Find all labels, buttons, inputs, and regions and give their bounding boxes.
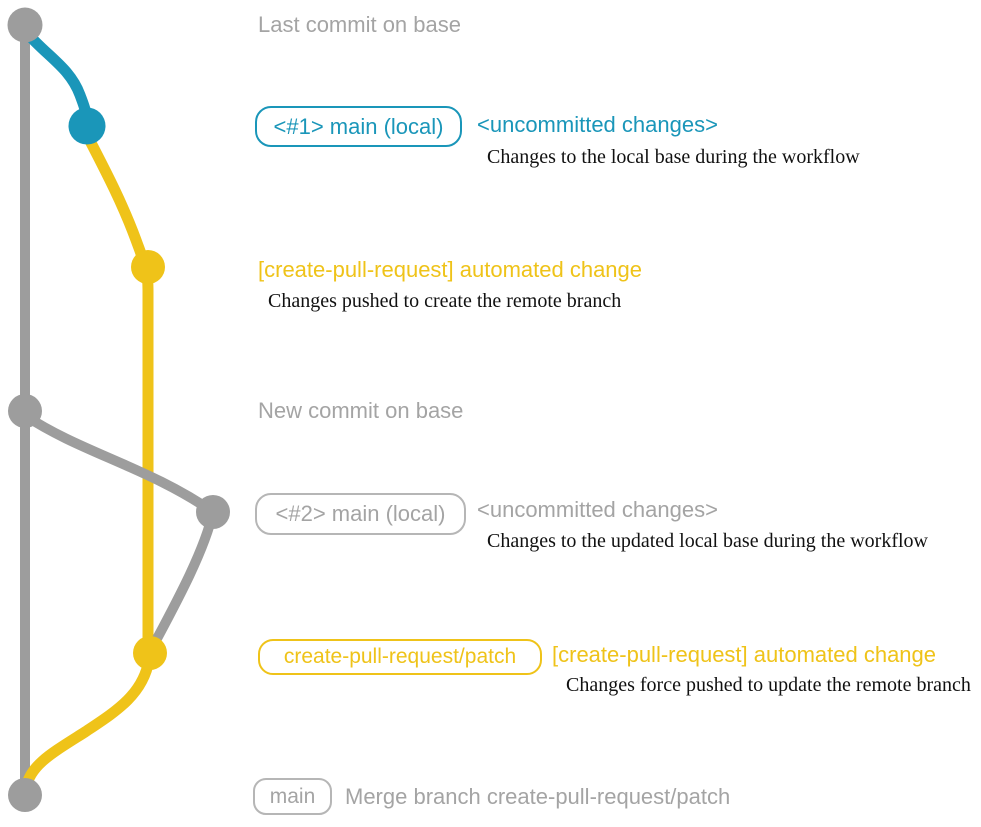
- commit-dot-patch-2: [133, 636, 167, 670]
- label-new-commit-on-base: New commit on base: [258, 398, 464, 423]
- branch-pill-patch: create-pull-request/patch: [258, 639, 542, 675]
- label-merge-branch: Merge branch create-pull-request/patch: [345, 784, 731, 809]
- commit-dot-new-base: [8, 394, 42, 428]
- updated-main-branch-line: [21, 411, 218, 517]
- commit-dot-main-local-1: [68, 107, 106, 145]
- commit-dot-patch-1: [131, 250, 165, 284]
- patch-merge-line: [20, 654, 155, 794]
- label-automated-change-1: [create-pull-request] automated change: [258, 257, 643, 282]
- label-automated-change-2: [create-pull-request] automated change: [552, 642, 937, 667]
- desc-local-base-changes: Changes to the local base during the wor…: [487, 146, 860, 168]
- desc-updated-local-base-changes: Changes to the updated local base during…: [487, 530, 928, 552]
- rebase-line: [147, 507, 218, 653]
- commit-dot-last-base: [7, 7, 43, 43]
- branch-pill-main: main: [253, 778, 332, 815]
- commit-dot-merge: [8, 778, 42, 812]
- desc-force-pushed-update-remote: Changes force pushed to update the remot…: [566, 674, 971, 696]
- branch-pill-main-local-2: <#2> main (local): [255, 493, 466, 535]
- label-uncommitted-changes-2: <uncommitted changes>: [477, 497, 718, 522]
- patch-branch-line: [82, 131, 154, 659]
- label-uncommitted-changes-1: <uncommitted changes>: [477, 112, 718, 137]
- desc-pushed-create-remote: Changes pushed to create the remote bran…: [268, 290, 622, 312]
- branch-graph: [7, 7, 230, 812]
- commit-dot-main-local-2: [196, 495, 230, 529]
- label-last-commit-on-base: Last commit on base: [258, 12, 461, 37]
- branch-pill-main-local-1: <#1> main (local): [255, 106, 462, 147]
